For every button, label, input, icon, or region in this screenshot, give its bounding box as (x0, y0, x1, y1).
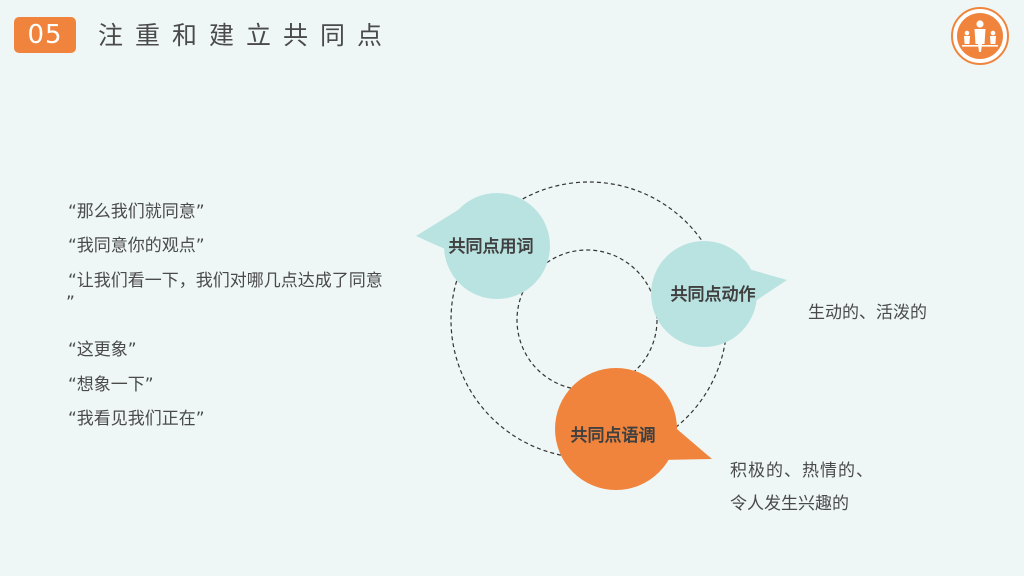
bubble-common-tone (555, 368, 712, 490)
quote-item: “我同意你的观点” (68, 236, 205, 256)
business-people-logo-icon (951, 7, 1009, 65)
inner-dashed-ring (516, 249, 658, 391)
quote-item-closing: ” (66, 293, 75, 313)
bubble-label-actions: 共同点动作 (671, 284, 756, 305)
quote-item: “我看见我们正在” (68, 409, 205, 429)
quote-item: “这更象” (68, 340, 137, 360)
note-actions: 生动的、活泼的 (808, 303, 927, 323)
section-number-badge: 05 (14, 17, 76, 53)
bubble-common-actions (651, 241, 787, 347)
section-number: 05 (27, 20, 63, 50)
note-tone-line1: 积极的、热情的、 (730, 461, 874, 481)
quote-item: “想象一下” (68, 375, 154, 395)
page-title: 注重和建立共同点 (98, 21, 395, 50)
quote-item: “让我们看一下，我们对哪几点达成了同意 (68, 271, 383, 291)
bubble-label-tone: 共同点语调 (571, 425, 656, 446)
bubble-common-words (416, 193, 550, 299)
note-tone-line2: 令人发生兴趣的 (730, 494, 849, 514)
quote-item: “那么我们就同意” (68, 202, 205, 222)
bubble-label-words: 共同点用词 (449, 236, 534, 257)
